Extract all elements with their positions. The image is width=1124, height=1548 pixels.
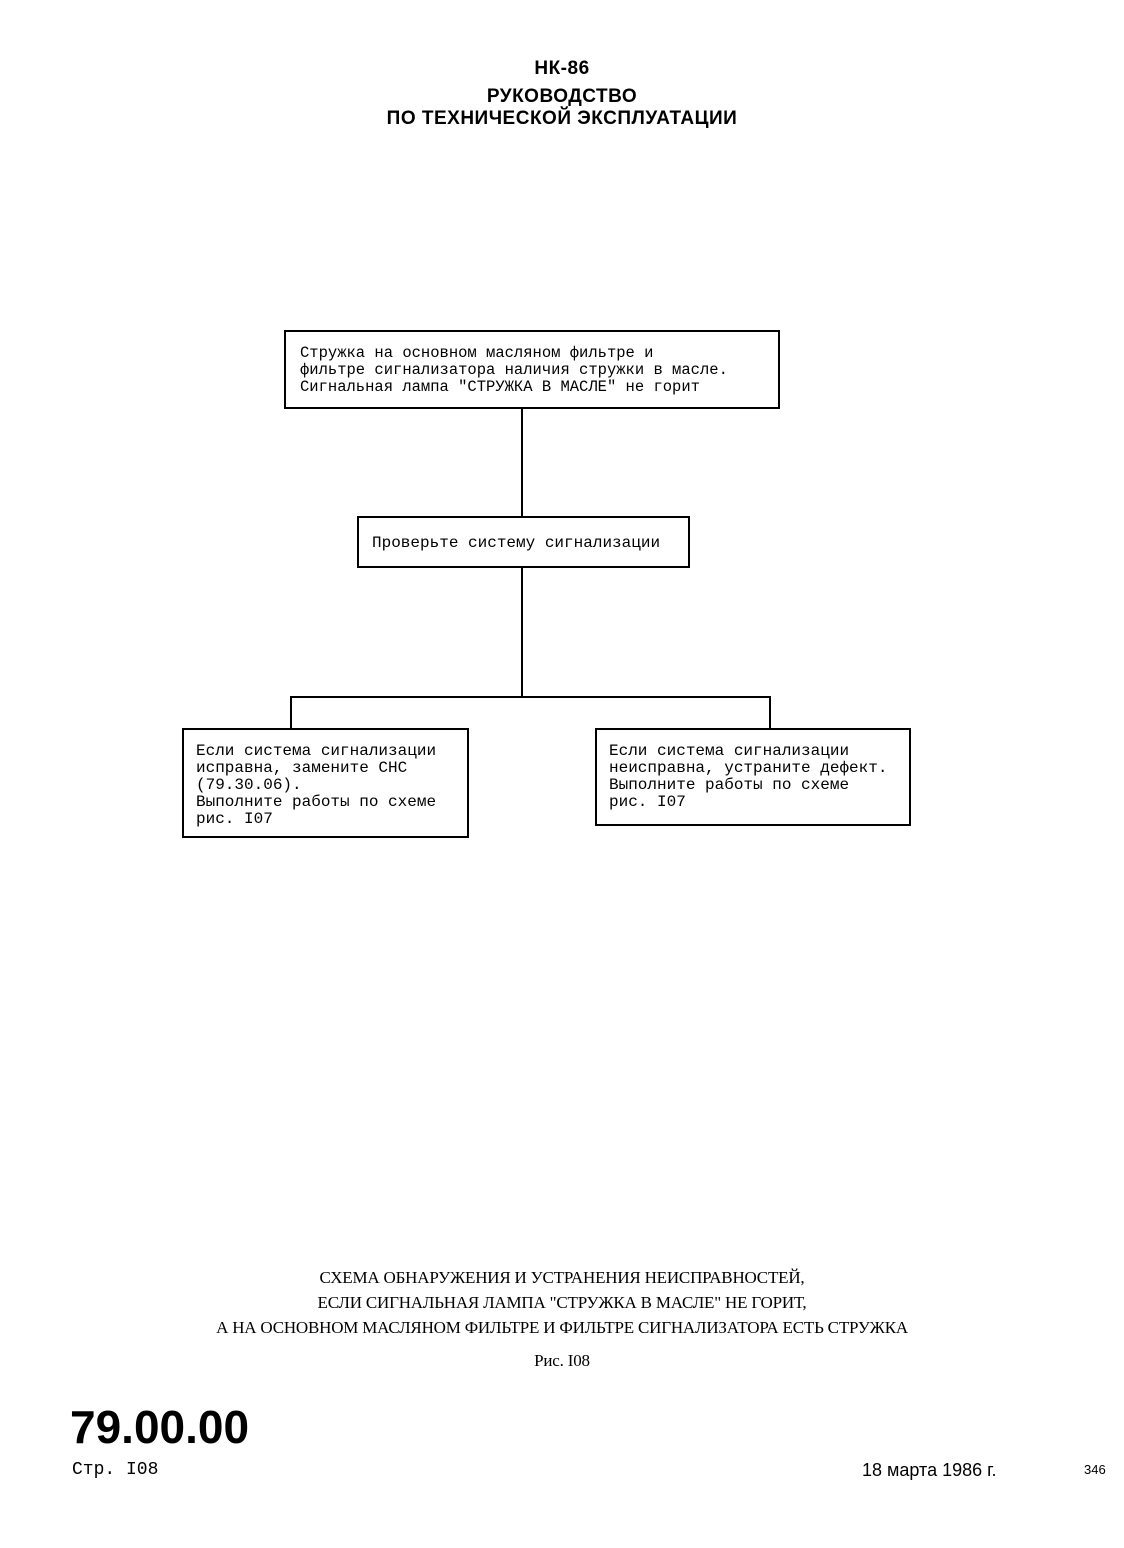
section-code: 79.00.00 (70, 1401, 250, 1453)
figure-caption-line1: СХЕМА ОБНАРУЖЕНИЯ И УСТРАНЕНИЯ НЕИСПРАВН… (319, 1268, 805, 1287)
connector-right-drop (769, 696, 771, 730)
flowchart-box-signaling-ok: Если система сигнализации исправна, заме… (182, 728, 469, 838)
flowchart-box-check-signaling: Проверьте систему сигнализации (357, 516, 690, 568)
document-title-line2: ПО ТЕХНИЧЕСКОЙ ЭКСПЛУАТАЦИИ (386, 108, 738, 129)
connector-middle-split (521, 566, 523, 697)
flowchart-box-signaling-faulty: Если система сигнализации неисправна, ус… (595, 728, 911, 826)
figure-number: Рис. I08 (534, 1351, 590, 1370)
figure-caption-line3: А НА ОСНОВНОМ МАСЛЯНОМ ФИЛЬТРЕ И ФИЛЬТРЕ… (216, 1318, 908, 1337)
page-number: Стр. I08 (72, 1460, 159, 1480)
document-title-line1: РУКОВОДСТВО (486, 86, 638, 107)
document-model: НК-86 (534, 58, 590, 79)
sheet-number: 346 (1084, 1462, 1106, 1477)
revision-date: 18 марта 1986 г. (862, 1460, 997, 1480)
connector-horizontal (290, 696, 771, 698)
connector-left-drop (290, 696, 292, 730)
flowchart-box-symptom: Стружка на основном масляном фильтре и ф… (284, 330, 780, 409)
connector-top-middle (521, 407, 523, 518)
figure-caption-line2: ЕСЛИ СИГНАЛЬНАЯ ЛАМПА "СТРУЖКА В МАСЛЕ" … (317, 1293, 807, 1312)
